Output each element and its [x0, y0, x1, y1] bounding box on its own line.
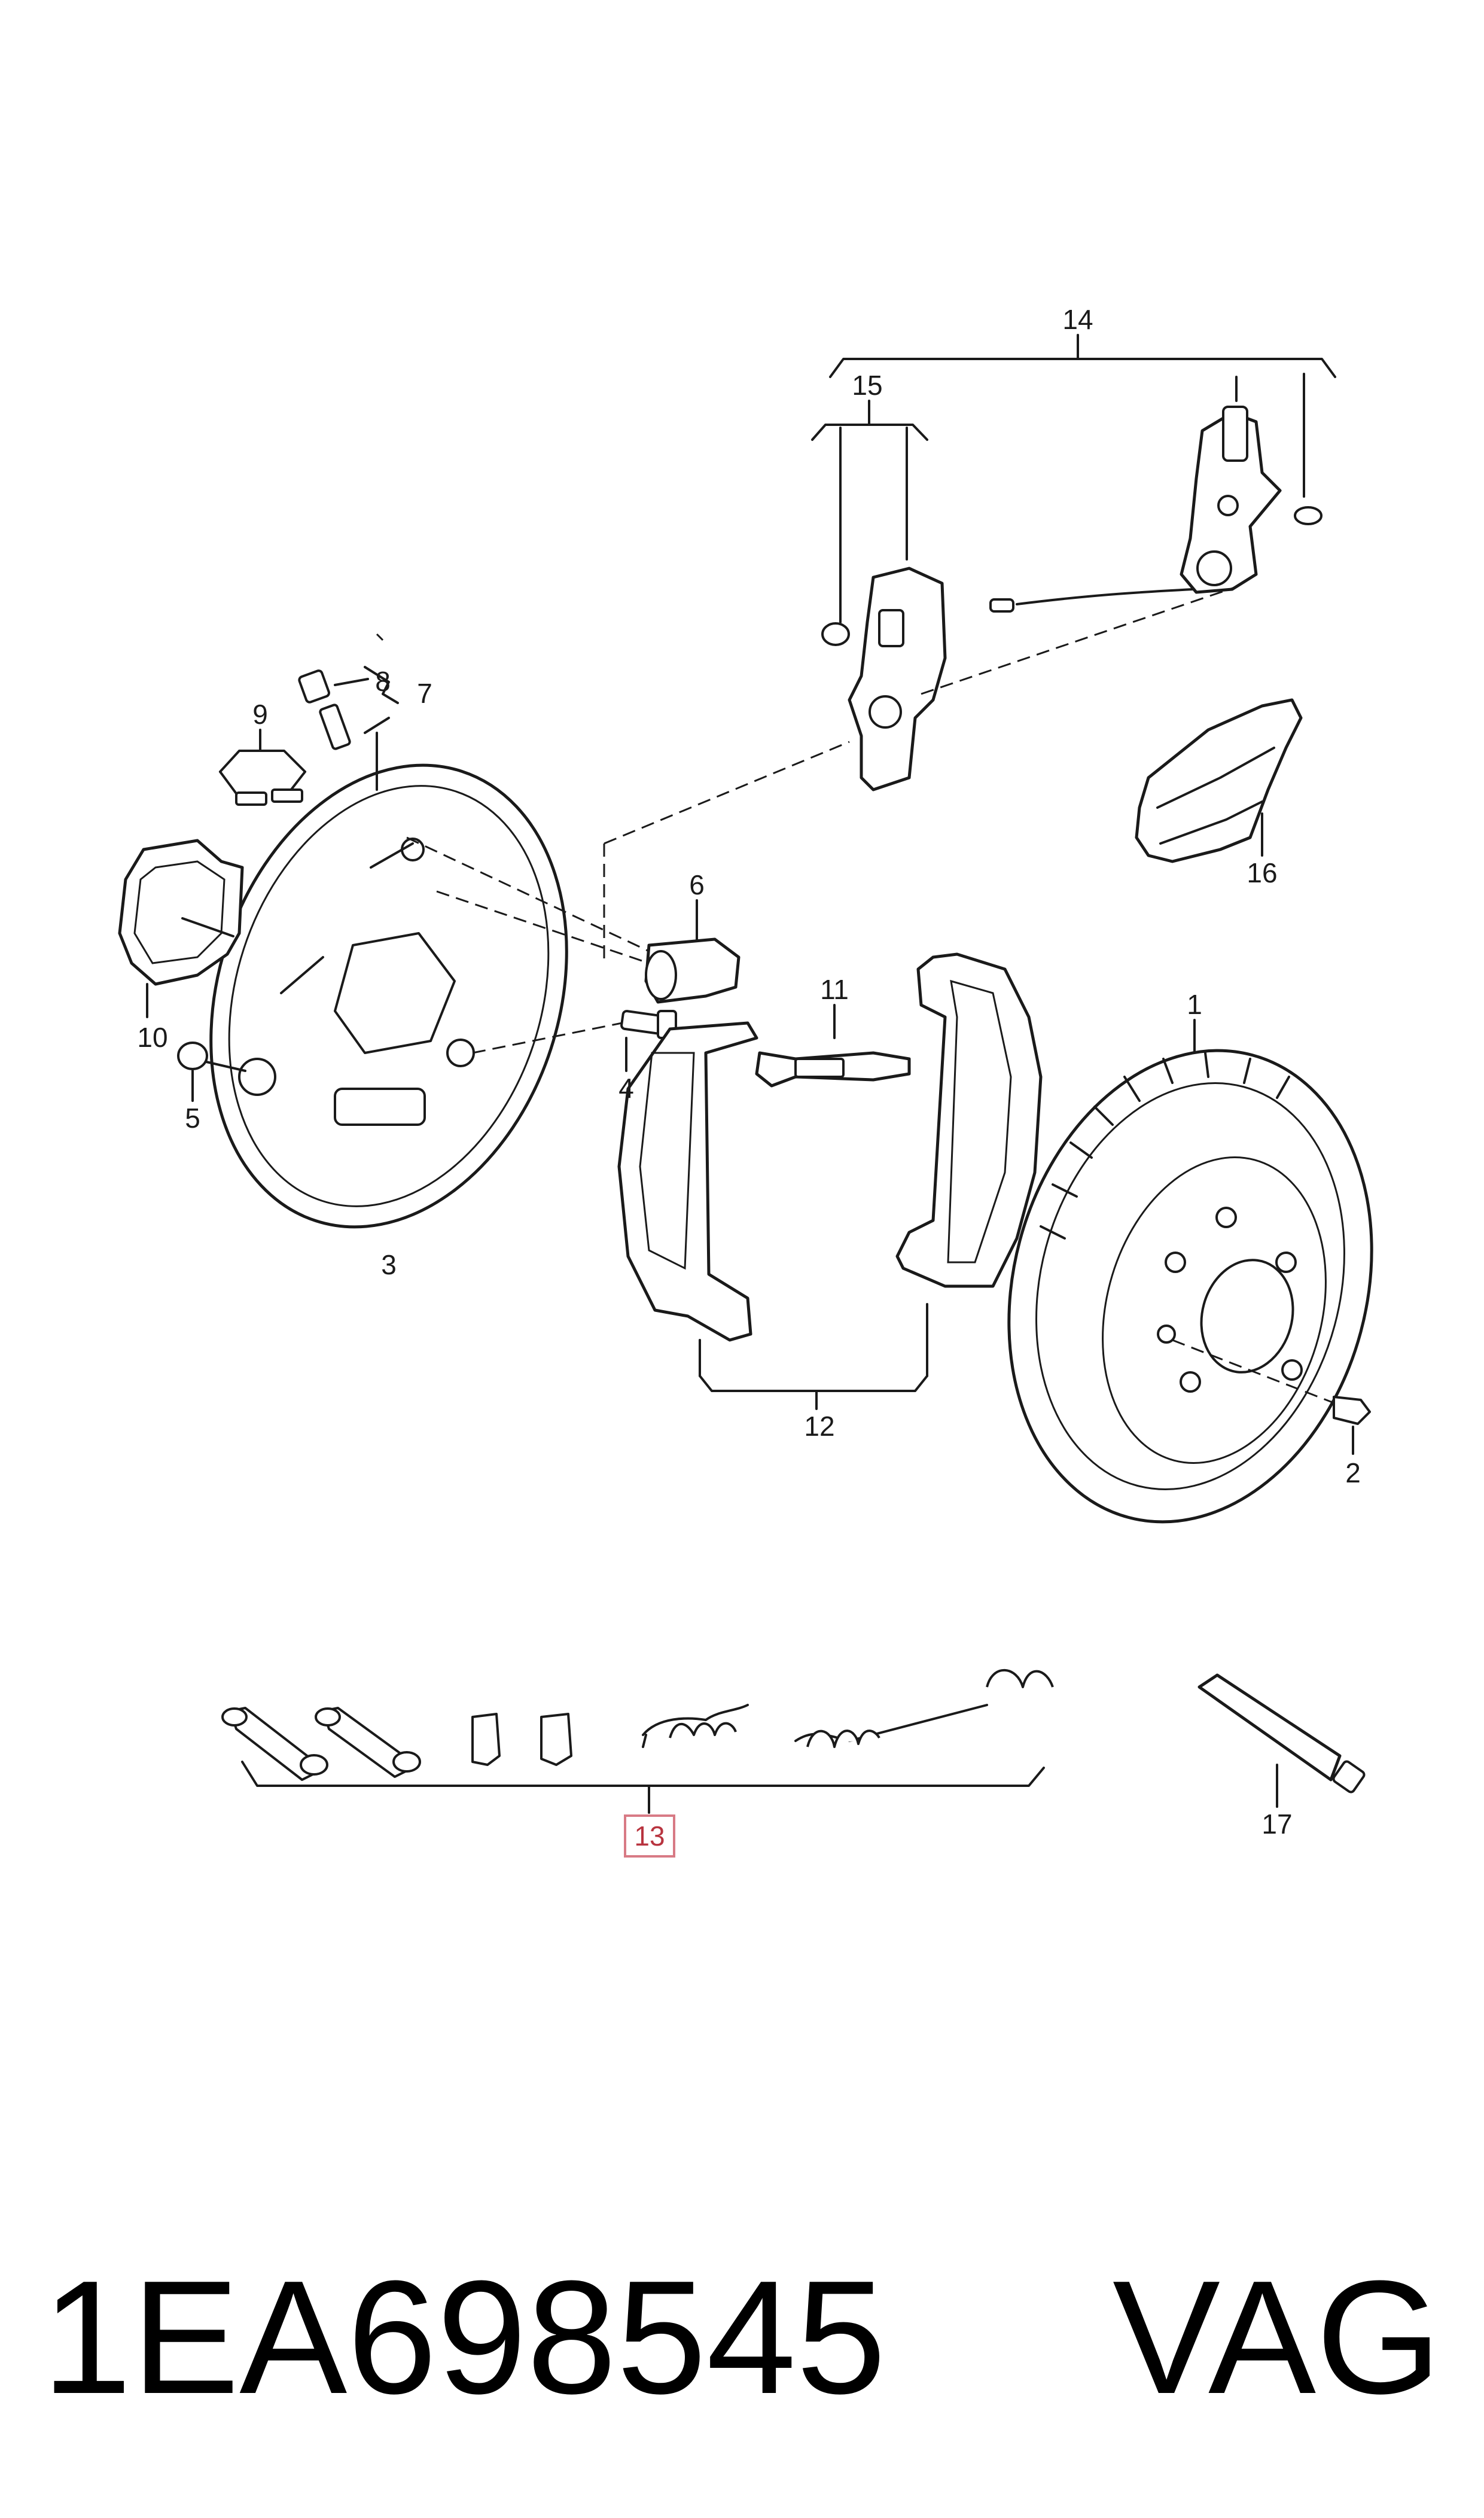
- bleeder-valve-parts-7-8: [298, 633, 399, 791]
- callout-8: 8: [375, 666, 391, 697]
- gasket-part-10: [118, 839, 244, 1018]
- backing-plate-part-3: [209, 763, 568, 1229]
- callout-14: 14: [1062, 304, 1093, 335]
- brake-shoes-part-12: [617, 952, 1043, 1410]
- callout-10: 10: [137, 1022, 167, 1053]
- callout-labels: 1 2 3 4 5 6 7 8 9 10 11 12 14 15 16 17: [137, 304, 1360, 1840]
- callout-4: 4: [618, 1073, 634, 1104]
- callout-5: 5: [185, 1103, 200, 1134]
- adjuster-part-11: [755, 1004, 911, 1088]
- brand-text: VAG: [1113, 2248, 1442, 2428]
- callout-17: 17: [1261, 1808, 1292, 1840]
- callout-16: 16: [1247, 857, 1277, 888]
- screw-part-2: [1172, 1339, 1371, 1455]
- callout-3: 3: [381, 1249, 397, 1280]
- brake-drum-part-1: [1007, 1019, 1373, 1524]
- callout-15: 15: [852, 370, 882, 401]
- shoe-lining-part-16: [1135, 698, 1303, 863]
- callout-7: 7: [417, 678, 432, 709]
- screws-part-9: [219, 729, 306, 806]
- part-number-text: 1EA698545: [42, 2248, 886, 2428]
- callout-9: 9: [252, 699, 268, 730]
- holder-part-15: [821, 567, 1239, 791]
- hardware-kit-part-13: [221, 1668, 1054, 1814]
- callout-13-box: [624, 1814, 675, 1858]
- grease-tube-part-17: [1197, 1673, 1366, 1808]
- bracket-14: [829, 334, 1336, 378]
- callout-13: 13: [634, 1820, 665, 1852]
- callout-6: 6: [689, 869, 705, 900]
- callout-12: 12: [804, 1411, 834, 1442]
- callout-13-highlight[interactable]: 13: [624, 1814, 675, 1858]
- plug-part-5: [177, 1042, 246, 1102]
- callout-2: 2: [1345, 1457, 1361, 1488]
- wear-sensor-part-14: [989, 373, 1323, 613]
- callout-1: 1: [1187, 989, 1202, 1020]
- bracket-15: [811, 400, 928, 623]
- wheel-cylinder-part-6: [406, 741, 850, 1004]
- callout-11: 11: [820, 974, 849, 1005]
